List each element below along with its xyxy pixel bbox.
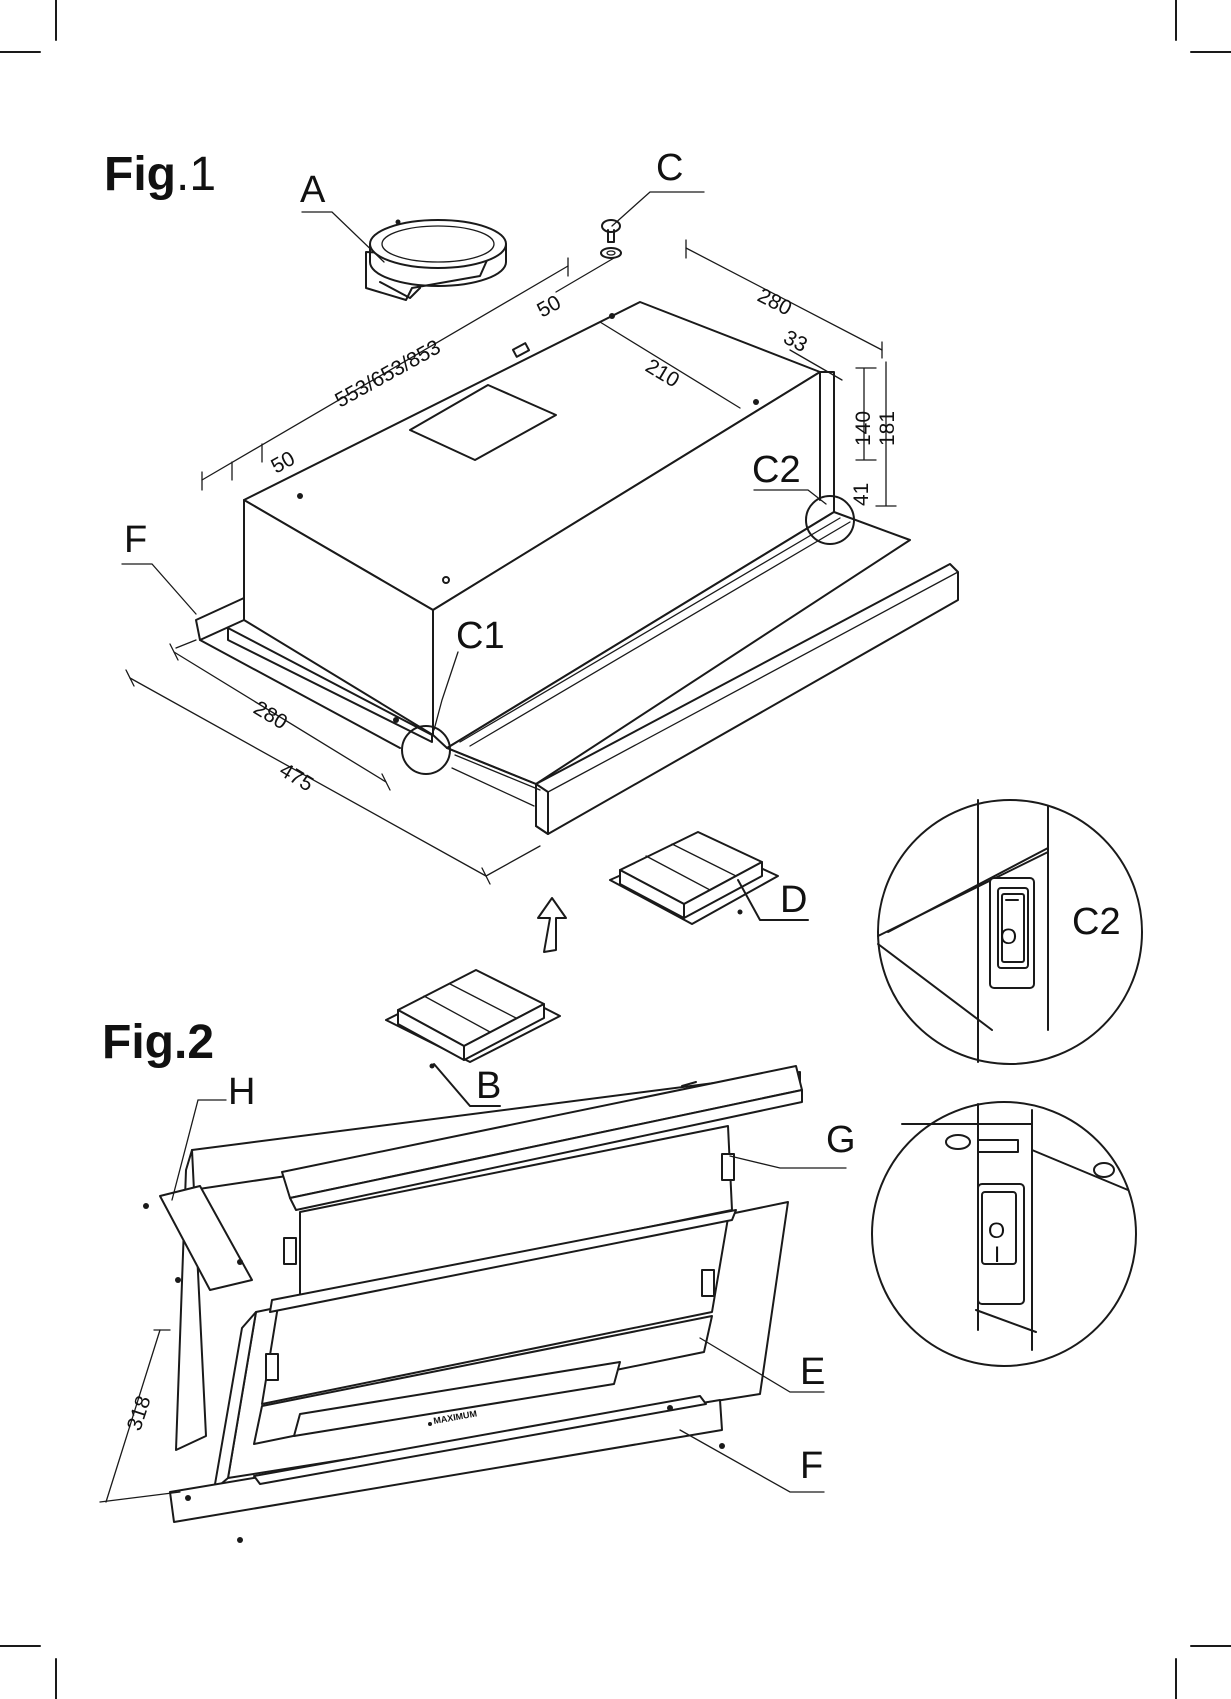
duct-collar [366, 220, 506, 301]
detail-circle-c1 [402, 726, 450, 774]
insert-arrow-icon [538, 898, 566, 952]
callout-a: A [300, 169, 326, 211]
switch-symbol-on: I [994, 1242, 1000, 1267]
fig2-hood-underside: MAXIMUM 318 [100, 1066, 846, 1543]
switch-symbol-top: O [1000, 924, 1017, 949]
wall-plate-h [160, 1186, 252, 1290]
dim-height-181: 181 [876, 411, 899, 446]
fig2-title: Fig.2 [102, 1016, 214, 1069]
callout-c2: C2 [752, 449, 801, 491]
dim-right-280: 280 [754, 284, 796, 320]
dim-top-mid-50: 50 [533, 291, 565, 322]
carbon-filter-b [386, 970, 560, 1106]
callout-e: E [800, 1351, 825, 1393]
callout-d: D [780, 879, 807, 921]
fig1-hood-assembly: 553/653/853 50 50 210 280 33 140 181 41 … [122, 147, 958, 884]
callout-c2-detail: C2 [1072, 901, 1121, 943]
dim-height-140: 140 [852, 411, 875, 446]
callout-h: H [228, 1071, 255, 1113]
switch-symbol-off: O [988, 1218, 1005, 1243]
dim-height-41: 41 [850, 483, 873, 506]
callout-f-bottom: F [800, 1445, 823, 1487]
callout-f-top: F [124, 519, 147, 561]
carbon-filter-d [610, 832, 808, 924]
callout-c1: C1 [456, 615, 505, 657]
dim-vertical-318: 318 [123, 1393, 156, 1433]
callout-c: C [656, 147, 683, 189]
dim-width-options: 553/653/853 [331, 336, 444, 413]
callout-b: B [476, 1065, 501, 1107]
dim-right-33: 33 [780, 326, 811, 357]
switch-detail-c1: O I [872, 1102, 1136, 1366]
dim-top-left-50: 50 [267, 447, 299, 478]
screw-part [601, 220, 621, 258]
fig1-title: Fig.1 [104, 148, 216, 201]
callout-g: G [826, 1119, 856, 1161]
dim-depth-475: 475 [275, 759, 317, 797]
